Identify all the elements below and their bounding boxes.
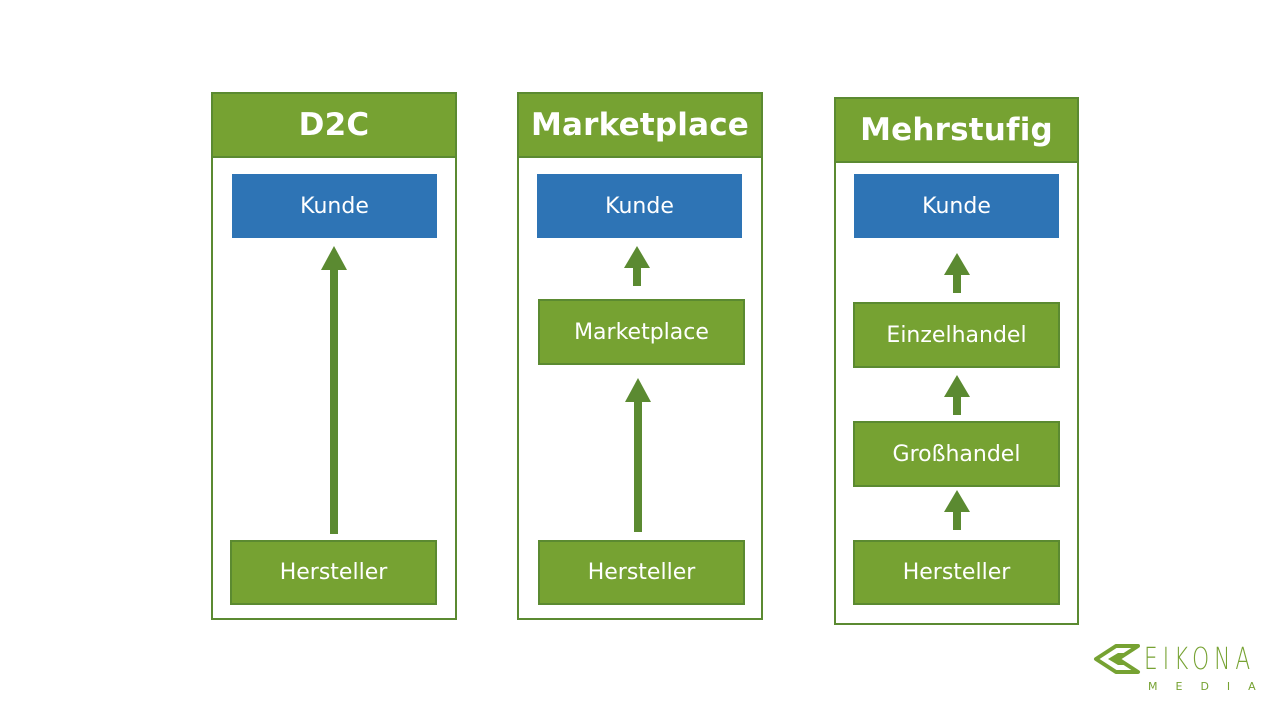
marketplace-node: Marketplace [538, 299, 745, 365]
customer-node: Kunde [232, 174, 437, 238]
logo-subtext: MEDIA [1148, 680, 1274, 693]
eikona-logo-icon [1094, 644, 1140, 674]
arrow-up-icon [624, 246, 650, 286]
arrow-up-icon [625, 378, 651, 532]
retail-node: Einzelhandel [853, 302, 1060, 368]
manufacturer-node: Hersteller [538, 540, 745, 605]
wholesale-node: Großhandel [853, 421, 1060, 487]
arrow-up-icon [944, 375, 970, 415]
eikona-media-logo: EIKONA MEDIA [1092, 640, 1262, 700]
arrow-up-icon [944, 253, 970, 293]
panel-title: D2C [213, 94, 455, 158]
logo-wordmark: EIKONA [1144, 642, 1256, 677]
customer-node: Kunde [537, 174, 742, 238]
panel-title: Mehrstufig [836, 99, 1077, 163]
customer-node: Kunde [854, 174, 1059, 238]
arrow-up-icon [321, 246, 347, 534]
panel-title: Marketplace [519, 94, 761, 158]
manufacturer-node: Hersteller [853, 540, 1060, 605]
arrow-up-icon [944, 490, 970, 530]
manufacturer-node: Hersteller [230, 540, 437, 605]
